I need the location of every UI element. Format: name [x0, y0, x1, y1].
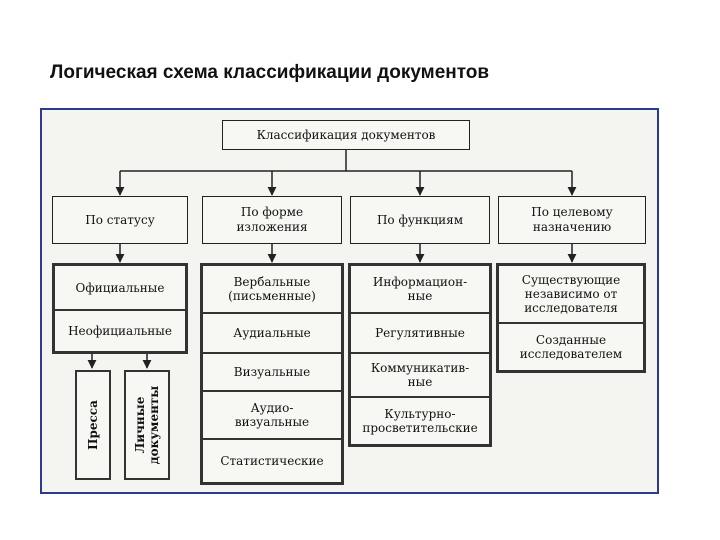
status-group: Официальные Неофициальные — [52, 263, 188, 354]
category-function-label: По функциям — [376, 212, 464, 227]
unofficial-press-label: Пресса — [86, 400, 100, 450]
purpose-independent-label: Существующие независимо от исследователя — [521, 273, 621, 315]
form-statistical: Статистические — [203, 440, 341, 482]
purpose-created: Созданные исследователем — [499, 324, 643, 370]
category-purpose: По целевому назначению — [498, 196, 646, 244]
form-audial: Аудиальные — [203, 314, 341, 354]
function-communicative-label: Коммуникатив-ные — [370, 361, 470, 389]
category-status: По статусу — [52, 196, 188, 244]
root-node: Классификация документов — [222, 120, 470, 150]
function-group: Информацион-ные Регулятивные Коммуникати… — [348, 263, 492, 447]
purpose-independent: Существующие независимо от исследователя — [499, 266, 643, 324]
function-informational-label: Информацион-ные — [372, 275, 468, 303]
category-form-label: По форме изложения — [236, 205, 308, 234]
root-node-label: Классификация документов — [256, 127, 436, 142]
form-visual: Визуальные — [203, 354, 341, 392]
form-audial-label: Аудиальные — [233, 326, 311, 340]
form-verbal-label: Вербальные (письменные) — [228, 275, 316, 303]
function-cultural: Культурно-просветительские — [351, 398, 489, 444]
connector-lines — [87, 150, 577, 369]
status-unofficial: Неофициальные — [55, 311, 185, 351]
purpose-group: Существующие независимо от исследователя… — [496, 263, 646, 373]
category-status-label: По статусу — [85, 212, 155, 227]
category-purpose-label: По целевому назначению — [531, 205, 613, 234]
form-audiovisual: Аудио-визуальные — [203, 392, 341, 440]
form-statistical-label: Статистические — [220, 454, 324, 468]
category-form: По форме изложения — [202, 196, 342, 244]
form-verbal: Вербальные (письменные) — [203, 266, 341, 314]
slide-title: Логическая схема классификации документо… — [50, 62, 490, 83]
form-visual-label: Визуальные — [233, 365, 311, 379]
function-regulative: Регулятивные — [351, 314, 489, 354]
category-function: По функциям — [350, 196, 490, 244]
status-unofficial-label: Неофициальные — [68, 324, 172, 338]
function-informational: Информацион-ные — [351, 266, 489, 314]
unofficial-press: Пресса — [75, 370, 111, 480]
form-audiovisual-label: Аудио-визуальные — [234, 401, 310, 429]
status-official-label: Официальные — [75, 280, 165, 295]
unofficial-personal-documents-label: Личные документы — [133, 385, 161, 465]
function-cultural-label: Культурно-просветительские — [362, 407, 478, 435]
unofficial-personal-documents: Личные документы — [124, 370, 170, 480]
status-official: Официальные — [55, 266, 185, 311]
purpose-created-label: Созданные исследователем — [519, 333, 623, 361]
form-group: Вербальные (письменные) Аудиальные Визуа… — [200, 263, 344, 485]
function-communicative: Коммуникатив-ные — [351, 354, 489, 398]
diagram-frame: Классификация документов По статусу По ф… — [40, 108, 659, 494]
function-regulative-label: Регулятивные — [375, 326, 465, 340]
